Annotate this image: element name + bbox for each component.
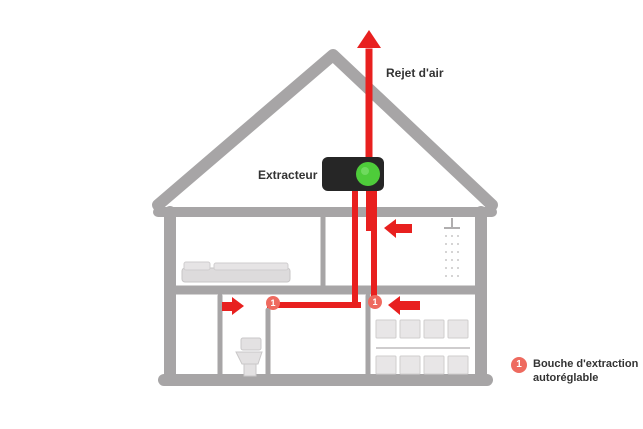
extraction-arrows (222, 219, 420, 315)
arrow-icon (384, 219, 412, 238)
bed-icon (181, 261, 291, 283)
exhaust-arrow-icon (357, 30, 381, 48)
shower-icon (444, 218, 460, 277)
vent-marker-left: 1 (266, 296, 280, 310)
exhaust-label: Rejet d'air (386, 66, 444, 80)
vent-marker-right: 1 (368, 295, 382, 309)
extractor-unit-icon (322, 157, 384, 191)
house-outline (152, 49, 498, 386)
arrow-icon (388, 296, 420, 315)
air-ducts (267, 48, 377, 308)
legend-badge: 1 (511, 357, 527, 373)
arrow-icon (222, 297, 244, 315)
legend-text: Bouche d'extraction autoréglable (533, 358, 639, 384)
kitchen-cabinets-icon (375, 319, 470, 375)
legend: 1 Bouche d'extraction autoréglable (511, 357, 643, 385)
toilet-icon (235, 337, 263, 377)
extractor-label: Extracteur (258, 168, 318, 182)
